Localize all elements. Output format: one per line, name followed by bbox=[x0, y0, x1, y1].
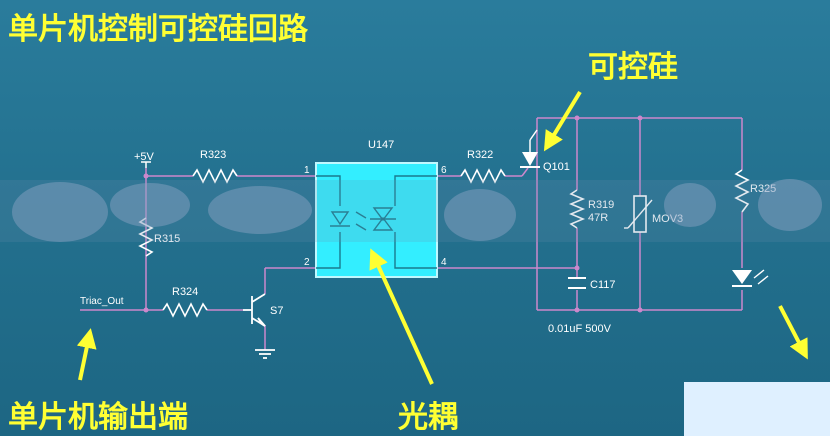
s7-label: S7 bbox=[270, 305, 283, 317]
c117-value: 0.01uF 500V bbox=[548, 323, 612, 335]
corner-patch bbox=[684, 382, 830, 436]
resistor-r319 bbox=[568, 189, 586, 229]
resistor-r324 bbox=[162, 302, 208, 318]
watermark-band bbox=[0, 179, 830, 242]
pin1-label: 1 bbox=[304, 165, 310, 176]
r319-value: 47R bbox=[588, 212, 608, 224]
resistor-r323 bbox=[192, 168, 238, 184]
u147-label: U147 bbox=[368, 139, 394, 151]
pin4-label: 4 bbox=[441, 257, 447, 268]
scr-caption: 可控硅 bbox=[588, 50, 678, 85]
transistor-s7 bbox=[243, 293, 266, 327]
arrow-to-optocoupler bbox=[369, 248, 434, 385]
c117-label: C117 bbox=[590, 279, 615, 291]
r315-label: R315 bbox=[154, 233, 180, 245]
arrow-to-scr bbox=[543, 90, 582, 152]
resistor-r325 bbox=[734, 169, 750, 213]
junction-dots bbox=[143, 115, 643, 313]
mcu-output-caption: 单片机输出端 bbox=[8, 400, 188, 435]
pin2-label: 2 bbox=[304, 257, 310, 268]
r323-label: R323 bbox=[200, 149, 226, 161]
arrow-to-led bbox=[778, 305, 808, 360]
vcc-label: +5V bbox=[134, 151, 155, 163]
diagram-title: 单片机控制可控硅回路 bbox=[8, 12, 308, 47]
arrow-to-mcu-output bbox=[76, 328, 97, 381]
ground-icon bbox=[255, 349, 275, 359]
r322-label: R322 bbox=[467, 149, 493, 161]
capacitor-c117 bbox=[568, 277, 586, 289]
wires bbox=[80, 117, 743, 350]
scr-q101 bbox=[520, 129, 540, 168]
triac-out-label: Triac_Out bbox=[80, 296, 124, 307]
led bbox=[732, 269, 769, 287]
pin6-label: 6 bbox=[441, 165, 447, 176]
r324-label: R324 bbox=[172, 286, 198, 298]
annotation-arrows bbox=[76, 90, 808, 385]
resistor-r322 bbox=[460, 168, 506, 184]
q101-label: Q101 bbox=[543, 161, 570, 173]
r319-label: R319 bbox=[588, 199, 614, 211]
vcc-terminal bbox=[141, 161, 151, 168]
optocoupler-caption: 光耦 bbox=[398, 400, 458, 435]
varistor-mov3 bbox=[624, 195, 653, 233]
